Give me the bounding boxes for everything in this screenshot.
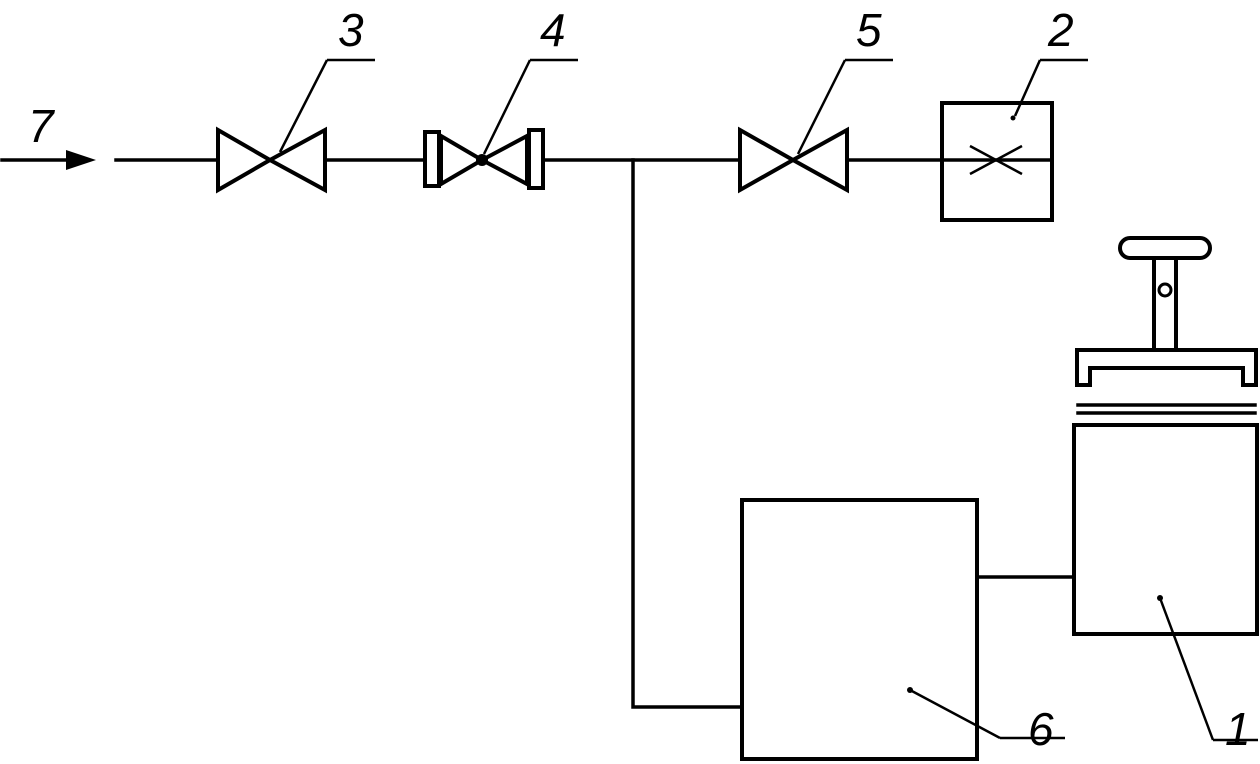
- restrictor-box-2: [940, 101, 1054, 222]
- label-check-valve-4: 4: [540, 4, 566, 56]
- label-restrictor-2: 2: [1047, 4, 1074, 56]
- leader-5: [796, 58, 893, 155]
- leader-4: [482, 58, 578, 155]
- label-vessel-6: 6: [1028, 703, 1054, 755]
- label-press-unit-1: 1: [1225, 703, 1251, 755]
- gate-valve-3: [216, 126, 327, 194]
- gate-valve-5: [738, 126, 849, 194]
- branch-pipe: [631, 158, 744, 709]
- vessel-6: [740, 498, 1001, 761]
- label-inlet-7: 7: [28, 100, 55, 152]
- check-valve-4: [423, 128, 545, 190]
- leader-3: [278, 58, 375, 153]
- press-unit-1: [1072, 236, 1259, 741]
- label-valve-5: 5: [856, 4, 882, 56]
- leader-2: [1013, 58, 1088, 117]
- label-valve-3: 3: [338, 4, 364, 56]
- inlet-arrow: [0, 150, 96, 170]
